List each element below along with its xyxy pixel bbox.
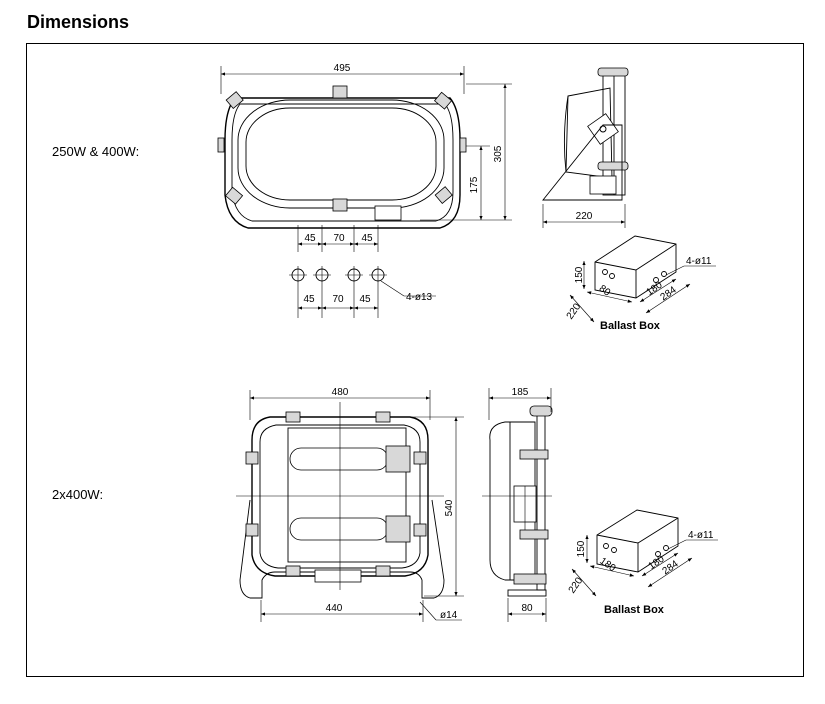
- variant-label-250w-400w: 250W & 400W:: [52, 144, 140, 159]
- dim-base-440: 440: [326, 603, 343, 614]
- page-title: Dimensions: [27, 12, 130, 32]
- dim-hole-bottom-1: 45: [303, 294, 315, 305]
- dim-width-480: 480: [332, 387, 349, 398]
- ballast-1-depth: 220: [565, 301, 584, 321]
- dim-hole-top-1: 45: [304, 233, 316, 244]
- dim-hole-top-2: 70: [333, 233, 345, 244]
- dim-hole-bottom-3: 45: [359, 294, 371, 305]
- ballast-2-height: 150: [576, 540, 587, 557]
- ballast-2-depth: 220: [567, 575, 586, 595]
- ballast-box-2x400w: [596, 509, 679, 573]
- dim-hole-top-3: 45: [361, 233, 373, 244]
- mounting-holes: [289, 266, 387, 284]
- dim-width-495: 495: [334, 63, 351, 74]
- variant-label-2x400w: 2x400W:: [52, 487, 104, 502]
- dim-height-175: 175: [469, 176, 480, 193]
- ballast-1-holes: 4-ø11: [686, 256, 712, 267]
- dim-height-305: 305: [493, 145, 504, 162]
- drawing-frame: [26, 43, 804, 677]
- dim-hole-14: ø14: [440, 610, 458, 621]
- dim-height-540: 540: [444, 499, 455, 516]
- ballast-2-caption: Ballast Box: [604, 604, 665, 616]
- floodlight-front-view-2x400w: [236, 402, 445, 599]
- ballast-1-width-a: 80: [597, 283, 613, 299]
- ballast-1-caption: Ballast Box: [600, 320, 661, 332]
- ballast-2-holes: 4-ø11: [688, 530, 714, 541]
- ballast-1-height: 150: [574, 266, 585, 283]
- floodlight-side-view-250w: [542, 67, 629, 228]
- dim-depth-185: 185: [512, 387, 529, 398]
- dim-hole-bottom-2: 70: [332, 294, 344, 305]
- dim-hole-spec: 4-ø13: [406, 292, 433, 303]
- dim-base-80: 80: [521, 603, 533, 614]
- dim-bracket-220: 220: [576, 211, 593, 222]
- floodlight-front-view-250w: [217, 85, 467, 229]
- floodlight-side-view-2x400w: [482, 405, 553, 597]
